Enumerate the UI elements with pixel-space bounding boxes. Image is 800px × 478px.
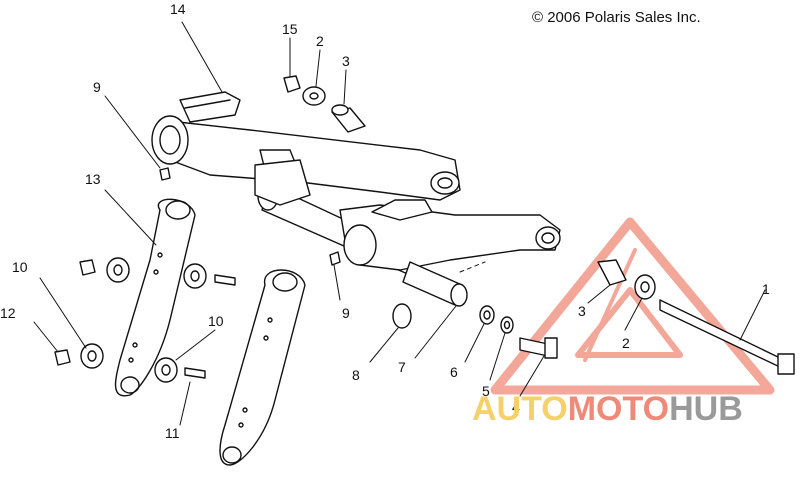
callout-15: 15 — [282, 21, 298, 37]
watermark-triangle — [490, 217, 775, 395]
watermark-moto: MOTO — [567, 390, 670, 428]
callout-9-upper: 9 — [93, 79, 101, 95]
washer-6 — [479, 305, 495, 325]
grease-fitting-a — [159, 167, 171, 181]
pivot-tube — [402, 261, 468, 307]
callout-5: 5 — [482, 383, 490, 399]
callout-4: 4 — [512, 399, 520, 415]
callout-13: 13 — [85, 171, 101, 187]
callout-12: 12 — [0, 305, 16, 321]
callout-9-lower: 9 — [342, 305, 350, 321]
watermark-hub: HUB — [669, 390, 743, 428]
callout-10-left: 10 — [12, 259, 28, 275]
callout-10-right: 10 — [208, 313, 224, 329]
bolt-4 — [519, 337, 558, 359]
watermark-logo: AUTOMOTOHUB — [472, 392, 743, 426]
washer-5 — [500, 316, 514, 334]
callout-11: 11 — [165, 425, 180, 441]
link-hardware — [54, 257, 236, 383]
grease-fitting-b — [329, 251, 341, 266]
callout-8: 8 — [352, 367, 360, 383]
callout-3-upper: 3 — [342, 53, 350, 69]
callout-2-upper: 2 — [316, 33, 324, 49]
lower-a-arm — [339, 199, 561, 271]
copyright-notice: © 2006 Polaris Sales Inc. — [532, 9, 701, 26]
callout-1: 1 — [762, 281, 770, 297]
link-plate-left — [114, 198, 196, 397]
callout-2-lower: 2 — [622, 335, 630, 351]
leader-lines — [33, 21, 766, 426]
callout-14: 14 — [170, 1, 186, 17]
callout-7: 7 — [398, 359, 406, 375]
watermark-auto: AUTO — [472, 390, 568, 428]
right-hardware — [597, 259, 795, 375]
link-plate-right — [219, 269, 306, 466]
o-ring — [392, 303, 412, 329]
upper-hardware — [283, 75, 366, 133]
callout-6: 6 — [450, 364, 458, 380]
callout-3-lower: 3 — [578, 303, 586, 319]
